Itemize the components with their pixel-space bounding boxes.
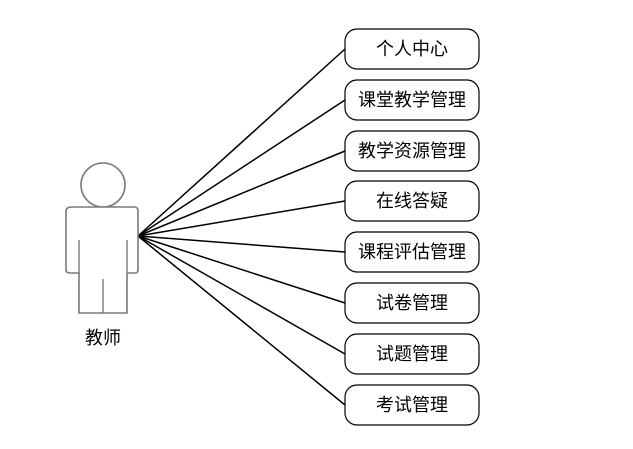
use-case: 课程评估管理 xyxy=(344,231,480,273)
use-case-box xyxy=(344,231,480,273)
use-case-label: 试卷管理 xyxy=(376,293,448,314)
use-case-box xyxy=(344,79,480,121)
use-case: 在线答疑 xyxy=(344,180,480,222)
association-line xyxy=(137,235,346,355)
use-case: 课堂教学管理 xyxy=(344,79,480,121)
use-case-box xyxy=(344,333,480,375)
use-case-label: 在线答疑 xyxy=(376,191,448,212)
use-case-box xyxy=(344,28,480,70)
use-case: 个人中心 xyxy=(344,28,480,70)
use-case-box xyxy=(344,384,480,426)
association-line xyxy=(137,235,346,406)
use-case-box xyxy=(344,282,480,324)
association-line xyxy=(137,99,346,237)
use-case-box xyxy=(344,180,480,222)
association-line xyxy=(137,48,346,237)
association-line xyxy=(137,235,346,253)
use-case-label: 试题管理 xyxy=(376,344,448,365)
actor-name: 教师 xyxy=(85,328,121,349)
association-lines xyxy=(137,48,346,406)
use-case: 教学资源管理 xyxy=(344,130,480,172)
use-case-label: 课堂教学管理 xyxy=(358,90,466,111)
use-case-label: 考试管理 xyxy=(376,395,448,416)
use-case-label: 教学资源管理 xyxy=(358,141,466,162)
use-case-label: 课程评估管理 xyxy=(358,242,466,263)
use-case: 试题管理 xyxy=(344,333,480,375)
actor: 教师 xyxy=(65,162,139,349)
use-case: 试卷管理 xyxy=(344,282,480,324)
association-line xyxy=(137,235,346,304)
association-line xyxy=(137,150,346,237)
association-line xyxy=(137,200,346,237)
user-actor-icon xyxy=(65,162,139,314)
use-case-label: 个人中心 xyxy=(376,39,448,60)
use-case: 考试管理 xyxy=(344,384,480,426)
use-case-box xyxy=(344,130,480,172)
